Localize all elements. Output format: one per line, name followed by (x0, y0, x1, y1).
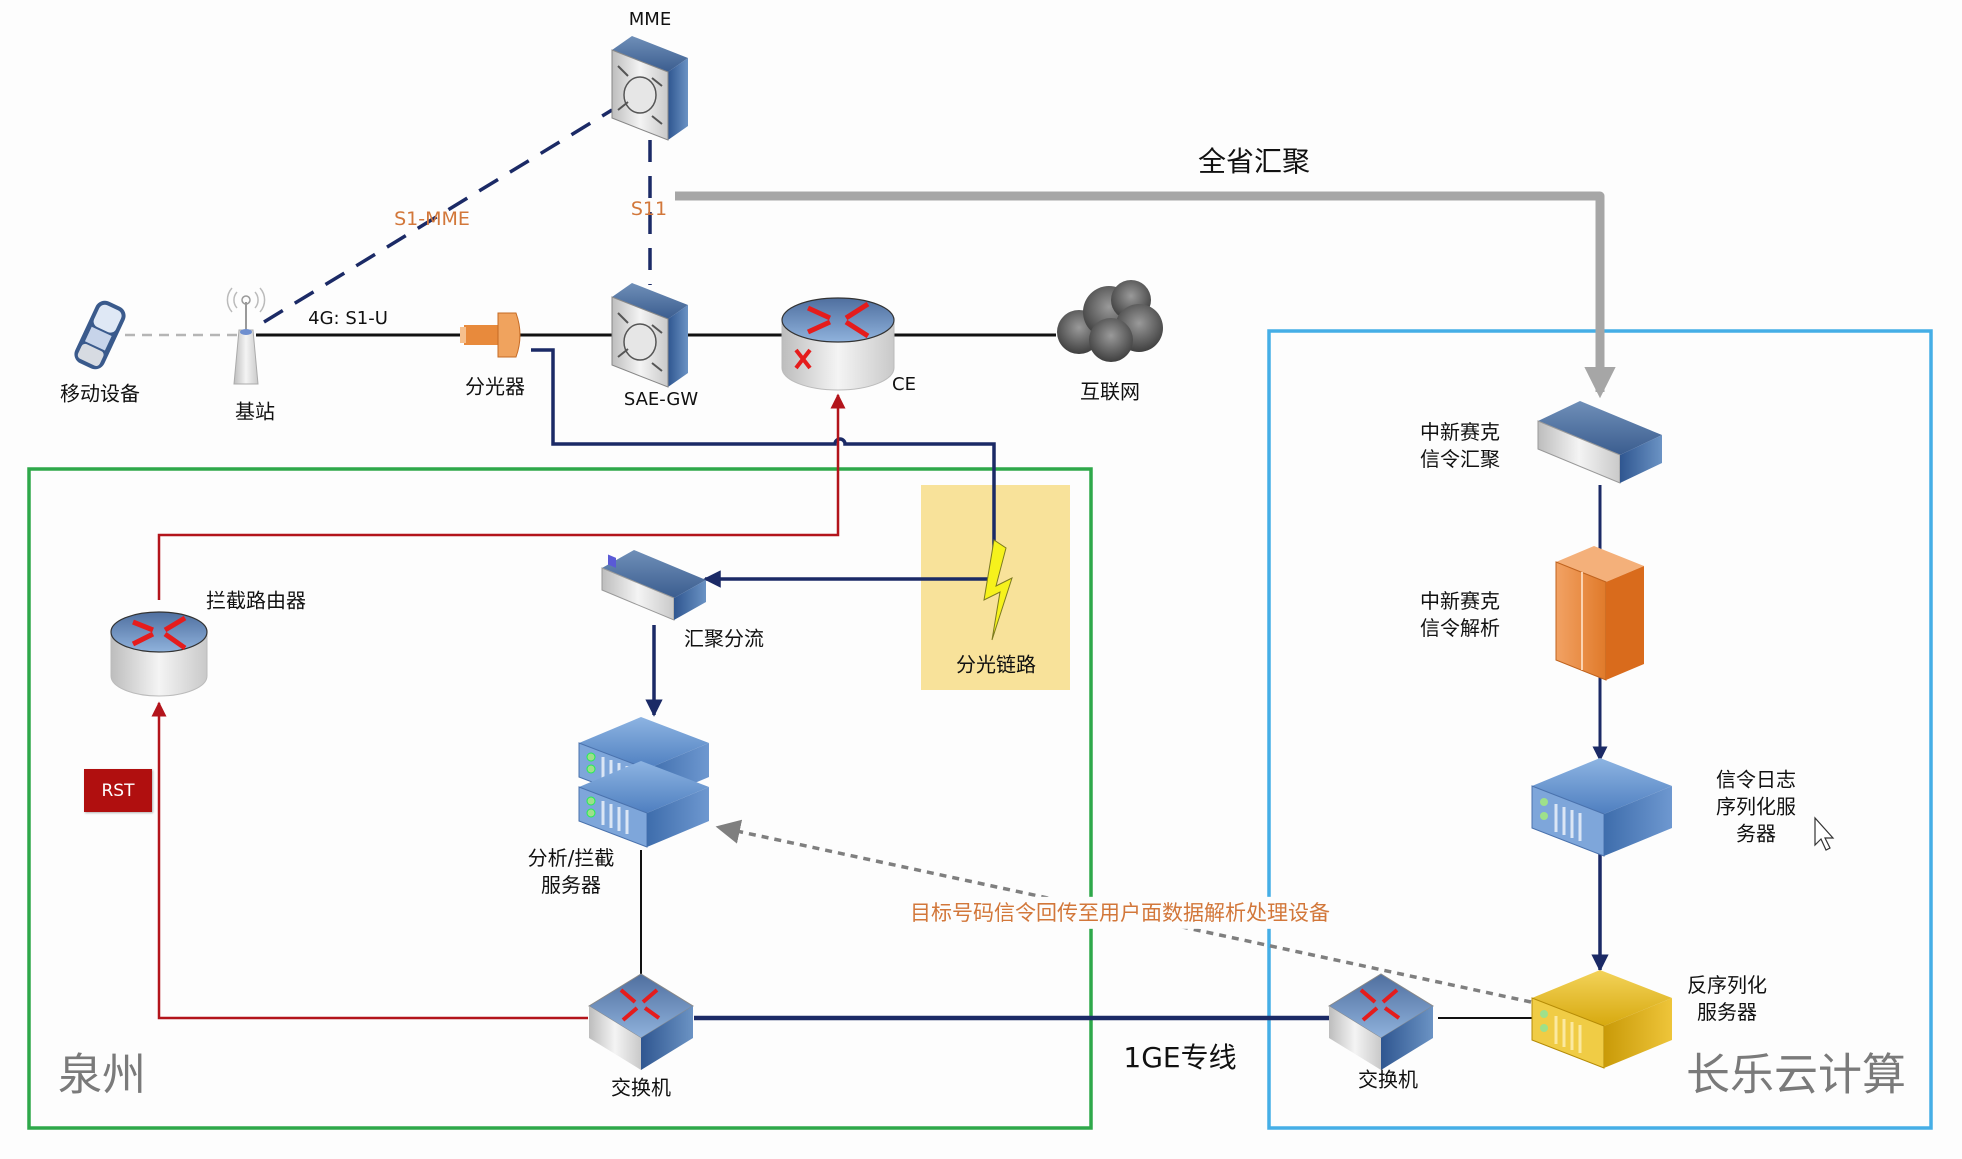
log-serialization-label: 信令日志 序列化服 务器 (1716, 767, 1796, 848)
province-aggregation-link (675, 191, 1616, 399)
log-serialization-label-line2: 序列化服 (1716, 794, 1796, 819)
server-cabinet-icon[interactable] (1555, 546, 1644, 681)
signal-aggregation-icon[interactable] (1537, 401, 1662, 484)
analysis-server-label-line2: 服务器 (541, 873, 601, 897)
base-station-label: 基站 (235, 399, 275, 424)
deserialization-label: 反序列化 服务器 (1687, 972, 1767, 1026)
deserialization-label-line2: 服务器 (1697, 1000, 1757, 1024)
mobile-device-label: 移动设备 (60, 381, 140, 406)
signal-return-link (715, 819, 1532, 1004)
fiber-tap-link (531, 348, 996, 588)
analysis-server-label: 分析/拦截 服务器 (528, 845, 615, 899)
deserialization-label-line1: 反序列化 (1687, 973, 1767, 997)
intercept-router-label: 拦截路由器 (206, 588, 306, 613)
s1-u-label: 4G: S1-U (308, 307, 388, 329)
signal-aggregation-label: 中新赛克 信令汇聚 (1420, 419, 1500, 473)
log-serialization-label-line3: 务器 (1736, 821, 1776, 846)
log-serialization-label-line1: 信令日志 (1716, 767, 1796, 792)
intercept-router-icon[interactable] (110, 611, 208, 697)
s11-label: S11 (630, 198, 668, 221)
mme-switch-icon[interactable] (611, 36, 688, 141)
analysis-server-label-line1: 分析/拦截 (527, 846, 615, 870)
rack-server-gold-icon[interactable] (1531, 970, 1672, 1069)
switch-icon[interactable] (588, 973, 694, 1070)
quanzhou-region (27, 467, 1093, 1130)
province-aggregation-label: 全省汇聚 (1197, 145, 1311, 179)
1ge-link-label: 1GE专线 (1123, 1041, 1237, 1075)
internet-label: 互联网 (1080, 379, 1140, 404)
s1-mme-label: S1-MME (394, 208, 470, 231)
signal-parsing-label-line1: 中新赛克 (1420, 589, 1500, 613)
signal-return-annotation: 目标号码信令回传至用户面数据解析处理设备 (906, 896, 1334, 930)
sae-gw-label: SAE-GW (623, 388, 699, 410)
lightning-icon (983, 539, 1013, 641)
rst-badge: RST (84, 769, 152, 812)
changle-region-label: 长乐云计算 (1686, 1049, 1906, 1101)
signal-parsing-label: 中新赛克 信令解析 (1420, 588, 1500, 642)
mme-label: MME (628, 8, 672, 30)
antenna-tower-icon[interactable] (226, 287, 266, 385)
s1-mme-link (263, 108, 613, 324)
mouse-cursor-icon (1814, 816, 1835, 851)
switch-icon[interactable] (1328, 973, 1434, 1070)
router-icon[interactable] (781, 297, 895, 391)
gateway-switch-icon[interactable] (611, 283, 688, 388)
optical-splitter-icon[interactable] (460, 312, 521, 358)
rack-server-icon[interactable] (1531, 758, 1672, 857)
signal-aggregation-label-line2: 信令汇聚 (1420, 447, 1500, 471)
network-appliance-icon[interactable] (601, 550, 706, 621)
rack-server-stack-icon[interactable] (578, 717, 709, 848)
intercept-to-ce-link (157, 393, 846, 600)
changle-switch-label: 交换机 (1358, 1067, 1418, 1092)
splitter-label: 分光器 (465, 374, 525, 399)
signal-aggregation-label-line1: 中新赛克 (1420, 420, 1500, 444)
cloud-icon[interactable] (1057, 280, 1163, 362)
signal-parsing-label-line2: 信令解析 (1420, 616, 1500, 640)
fiber-link-label: 分光链路 (956, 652, 1036, 677)
ce-label: CE (892, 373, 916, 395)
aggregation-split-label: 汇聚分流 (684, 626, 764, 651)
mobile-phone-icon[interactable] (71, 297, 129, 372)
switch-to-intercept-link (151, 701, 588, 1020)
quanzhou-region-label: 泉州 (58, 1049, 146, 1101)
quanzhou-switch-label: 交换机 (611, 1075, 671, 1100)
